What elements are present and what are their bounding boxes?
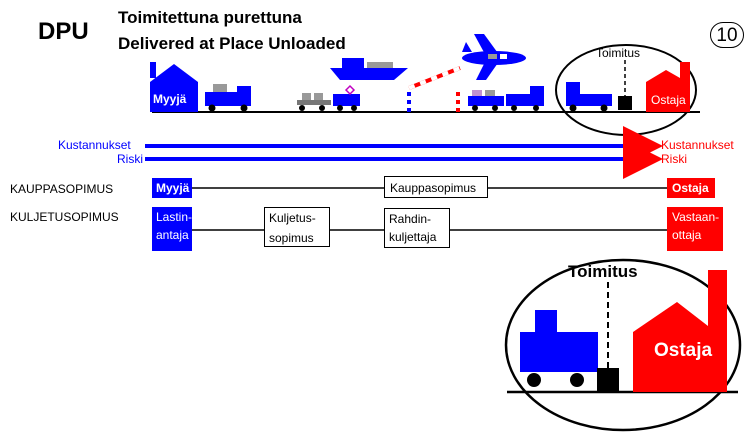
buyer-factory-label: Ostaja [651,93,686,107]
zoom-buyer-label: Ostaja [654,340,713,361]
consignee-line-2: ottaja [672,228,702,242]
truck-icon [520,310,598,387]
buyer-factory-icon [646,62,690,112]
sales-contract-row-label: KAUPPASOPIMUS [10,182,114,196]
buyer-box: Ostaja [667,178,715,198]
zoom-delivery-label: Toimitus [568,262,638,281]
sales-contract-box: Kauppasopimus [384,176,488,198]
shipper-line-2: antaja [156,228,189,242]
zoom-cargo-box-icon [597,368,619,392]
delivery-zoom-circle [504,258,742,432]
transport-contract-line-2: sopimus [269,231,314,245]
seller-house-label: Myyjä [153,92,187,106]
costs-label-buyer: Kustannukset [661,138,734,152]
transport-contract-box: Kuljetus- sopimus [264,207,330,247]
transport-contract-line-1: Kuljetus- [269,211,316,225]
transport-contract-row-label: KULJETUSOPIMUS [10,210,119,224]
consignee-line-1: Vastaan- [672,210,720,224]
seller-house-icon [150,62,198,112]
delivery-label: Toimitus [596,46,641,60]
title-english: Delivered at Place Unloaded [118,34,346,53]
title-finnish: Toimitettuna purettuna [118,8,302,27]
page-number: 10 [710,22,744,48]
truck-icon [205,84,251,112]
semi-truck-icon [297,84,360,111]
risk-label-buyer: Riski [661,152,687,166]
incoterm-code: DPU [38,18,89,45]
airplane-icon [462,34,526,80]
carrier-box: Rahdin- kuljettaja [384,208,450,248]
carrier-line-1: Rahdin- [389,212,432,226]
costs-label-seller: Kustannukset [58,138,131,152]
truck-icon [468,86,544,111]
shipper-line-1: Lastin- [156,210,193,224]
truck-icon [566,82,612,112]
carrier-line-2: kuljettaja [389,230,437,244]
zoom-buyer-factory-icon [633,270,727,392]
cargo-box-icon [618,96,632,110]
ship-icon [330,58,408,80]
seller-box: Myyjä [152,178,192,198]
border-barrier-icon [407,66,461,112]
risk-label-seller: Riski [117,152,143,166]
shipper-box: Lastin- antaja [152,207,192,251]
consignee-box: Vastaan- ottaja [667,207,723,251]
